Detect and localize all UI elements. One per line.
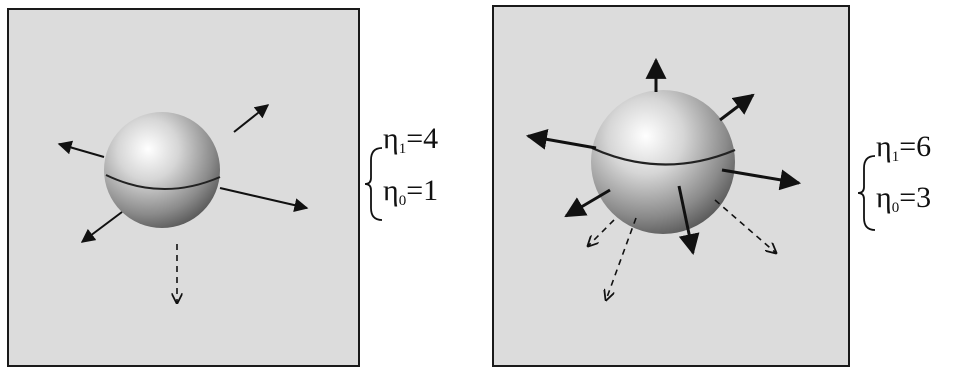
sphere-left	[104, 112, 220, 228]
eq-left-1-rhs: =4	[406, 122, 439, 155]
arrow-solid-r4	[721, 168, 802, 191]
brace-right	[857, 155, 876, 231]
sphere-right	[591, 90, 735, 234]
arrow-dashed-r1	[588, 219, 615, 246]
left-sphere-group	[57, 104, 383, 303]
eq-right-1-sub: 1	[891, 149, 900, 165]
equator-left	[105, 174, 221, 190]
arrow-solid-3	[219, 187, 309, 212]
arrow-dashed-r3	[714, 199, 776, 253]
arrow-solid-r6	[677, 185, 700, 256]
eq-left-0-sub: 0	[398, 193, 407, 209]
eq-left-1: η1=4	[383, 122, 439, 157]
right-sphere-group	[525, 57, 876, 300]
equator-right	[591, 146, 736, 166]
eq-right-1: η1=6	[876, 130, 932, 165]
arrow-solid-2	[233, 104, 270, 133]
arrow-solid-1	[57, 140, 105, 158]
eq-left-0: η0=1	[383, 174, 439, 209]
eq-right-0-rhs: =3	[899, 181, 932, 214]
eq-right-0-symbol: η	[876, 181, 892, 214]
eq-right-0-sub: 0	[891, 200, 900, 216]
eq-right-0: η0=3	[876, 181, 932, 216]
arrow-solid-4	[80, 211, 123, 243]
arrow-solid-r3	[525, 128, 597, 150]
arrow-solid-r5	[564, 188, 611, 218]
brace-left	[364, 147, 383, 221]
eq-left-0-symbol: η	[383, 174, 399, 207]
eq-left-1-sub: 1	[398, 141, 407, 157]
arrow-dashed-r2	[606, 217, 637, 300]
eq-right-1-symbol: η	[876, 130, 892, 163]
eq-left-1-symbol: η	[383, 122, 399, 155]
arrow-solid-r2	[719, 93, 755, 122]
eq-right-1-rhs: =6	[899, 130, 932, 163]
eq-left-0-rhs: =1	[406, 174, 439, 207]
